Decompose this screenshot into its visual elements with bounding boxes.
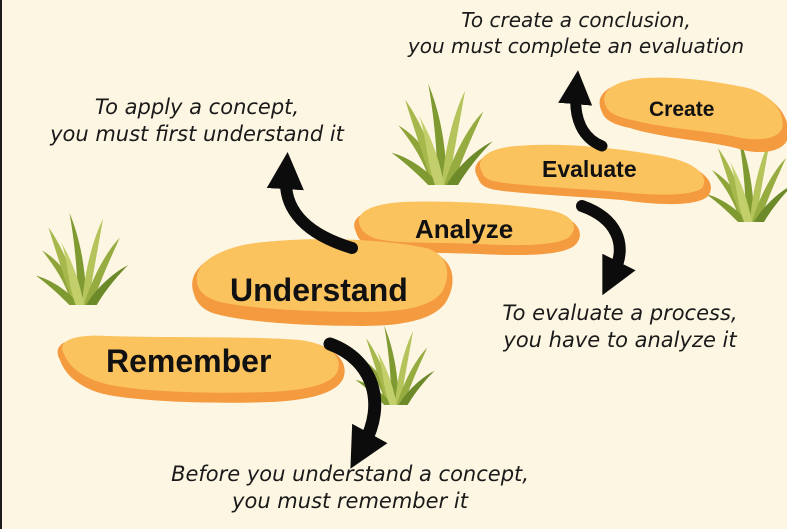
arrow-understand-to-analyze — [266, 152, 358, 254]
stone-analyze — [354, 201, 580, 256]
step-label-evaluate: Evaluate — [542, 156, 637, 182]
caption-understand-line1: Before you understand a concept, — [171, 462, 529, 486]
caption-create: To create a conclusion, you must complet… — [376, 8, 776, 59]
stone-remember — [57, 335, 345, 403]
stone-evaluate — [475, 144, 711, 205]
caption-evaluate-line2: you have to analyze it — [503, 327, 737, 352]
grass-clump-left — [35, 212, 129, 305]
arrow-analyze-to-evaluate — [576, 200, 636, 296]
arrow-evaluate-to-create — [558, 70, 608, 152]
caption-apply-line2: you must first understand it — [50, 121, 344, 146]
caption-evaluate-line1: To evaluate a process, — [502, 301, 738, 325]
caption-create-line1: To create a conclusion, — [461, 8, 691, 32]
step-label-remember: Remember — [106, 343, 272, 379]
step-label-create: Create — [649, 98, 715, 121]
step-label-understand: Understand — [230, 272, 408, 308]
arrow-remember-to-understand — [323, 337, 388, 469]
caption-apply-line1: To apply a concept, — [94, 95, 300, 119]
caption-understand-line2: you must remember it — [232, 488, 468, 513]
step-label-analyze: Analyze — [415, 214, 514, 244]
caption-create-line2: you must complete an evaluation — [407, 33, 745, 58]
caption-evaluate: To evaluate a process, you have to analy… — [470, 300, 770, 354]
stone-create — [599, 77, 787, 153]
caption-understand: Before you understand a concept, you mus… — [112, 461, 588, 515]
stone-understand — [192, 239, 453, 326]
caption-apply: To apply a concept, you must first under… — [16, 94, 378, 148]
